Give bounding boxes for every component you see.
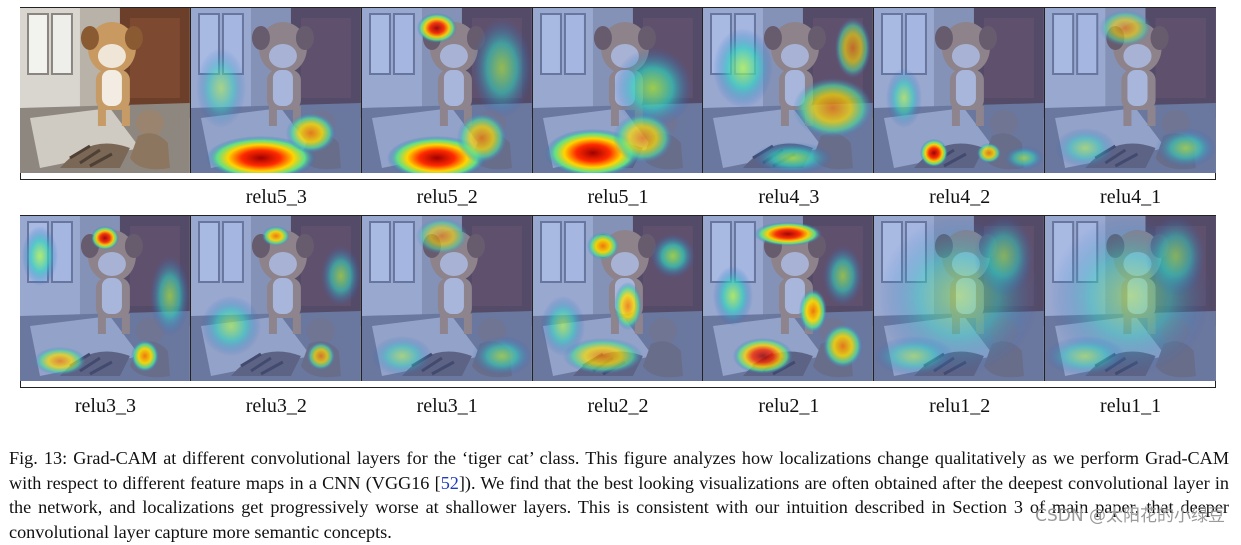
panel-label: relu5_3 (245, 186, 307, 208)
panel-label: relu3_2 (245, 395, 307, 417)
heatmap-panel-relu1-1 (1045, 216, 1217, 381)
panel-label: relu5_2 (416, 186, 478, 208)
heatmap-panel-relu3-1 (361, 216, 533, 381)
heatmap-panel-relu3-2 (190, 216, 362, 381)
heatmap-panel-relu5-3 (190, 8, 362, 173)
citation-link[interactable]: 52 (440, 472, 459, 493)
panel-label: relu2_1 (758, 395, 820, 417)
figure-caption: Fig. 13: Grad-CAM at different convoluti… (9, 448, 1230, 542)
heatmap-panel-relu1-2 (874, 216, 1046, 381)
panel-label: relu3_3 (74, 395, 136, 417)
panel-label: relu4_2 (929, 186, 991, 208)
heatmap-panel-relu5-1 (532, 8, 704, 173)
figure-row-1-labels: relu5_3 relu5_2 relu5_1 relu4_3 relu4_2 relu4… (20, 186, 1216, 208)
panel-label: relu4_1 (1100, 186, 1162, 208)
panel-label (20, 186, 191, 208)
watermark: CSDN @太阳花的小绿豆 (1035, 506, 1225, 526)
panel-label: relu1_1 (1100, 395, 1162, 417)
heatmap-panel-relu4-2 (874, 8, 1046, 173)
panel-label: relu4_3 (758, 186, 820, 208)
figure-row-2-labels: relu3_3 relu3_2 relu3_1 relu2_2 relu2_1 relu1… (20, 395, 1216, 417)
heatmap-panel-relu5-2 (361, 8, 533, 173)
figure-row-1 (20, 8, 1217, 173)
heatmap-panel-relu4-3 (703, 8, 875, 173)
figure-row-2 (20, 216, 1217, 381)
heatmap-panel-relu3-3 (20, 216, 191, 381)
panel-label: relu5_1 (587, 186, 649, 208)
panel-label: relu3_1 (416, 395, 478, 417)
heatmap-panel-relu2-2 (532, 216, 704, 381)
panel-label: relu1_2 (929, 395, 991, 417)
heatmap-panel-relu2-1 (703, 216, 875, 381)
heatmap-panel-relu4-1 (1045, 8, 1217, 173)
original-image-panel (20, 8, 191, 173)
panel-label: relu2_2 (587, 395, 649, 417)
